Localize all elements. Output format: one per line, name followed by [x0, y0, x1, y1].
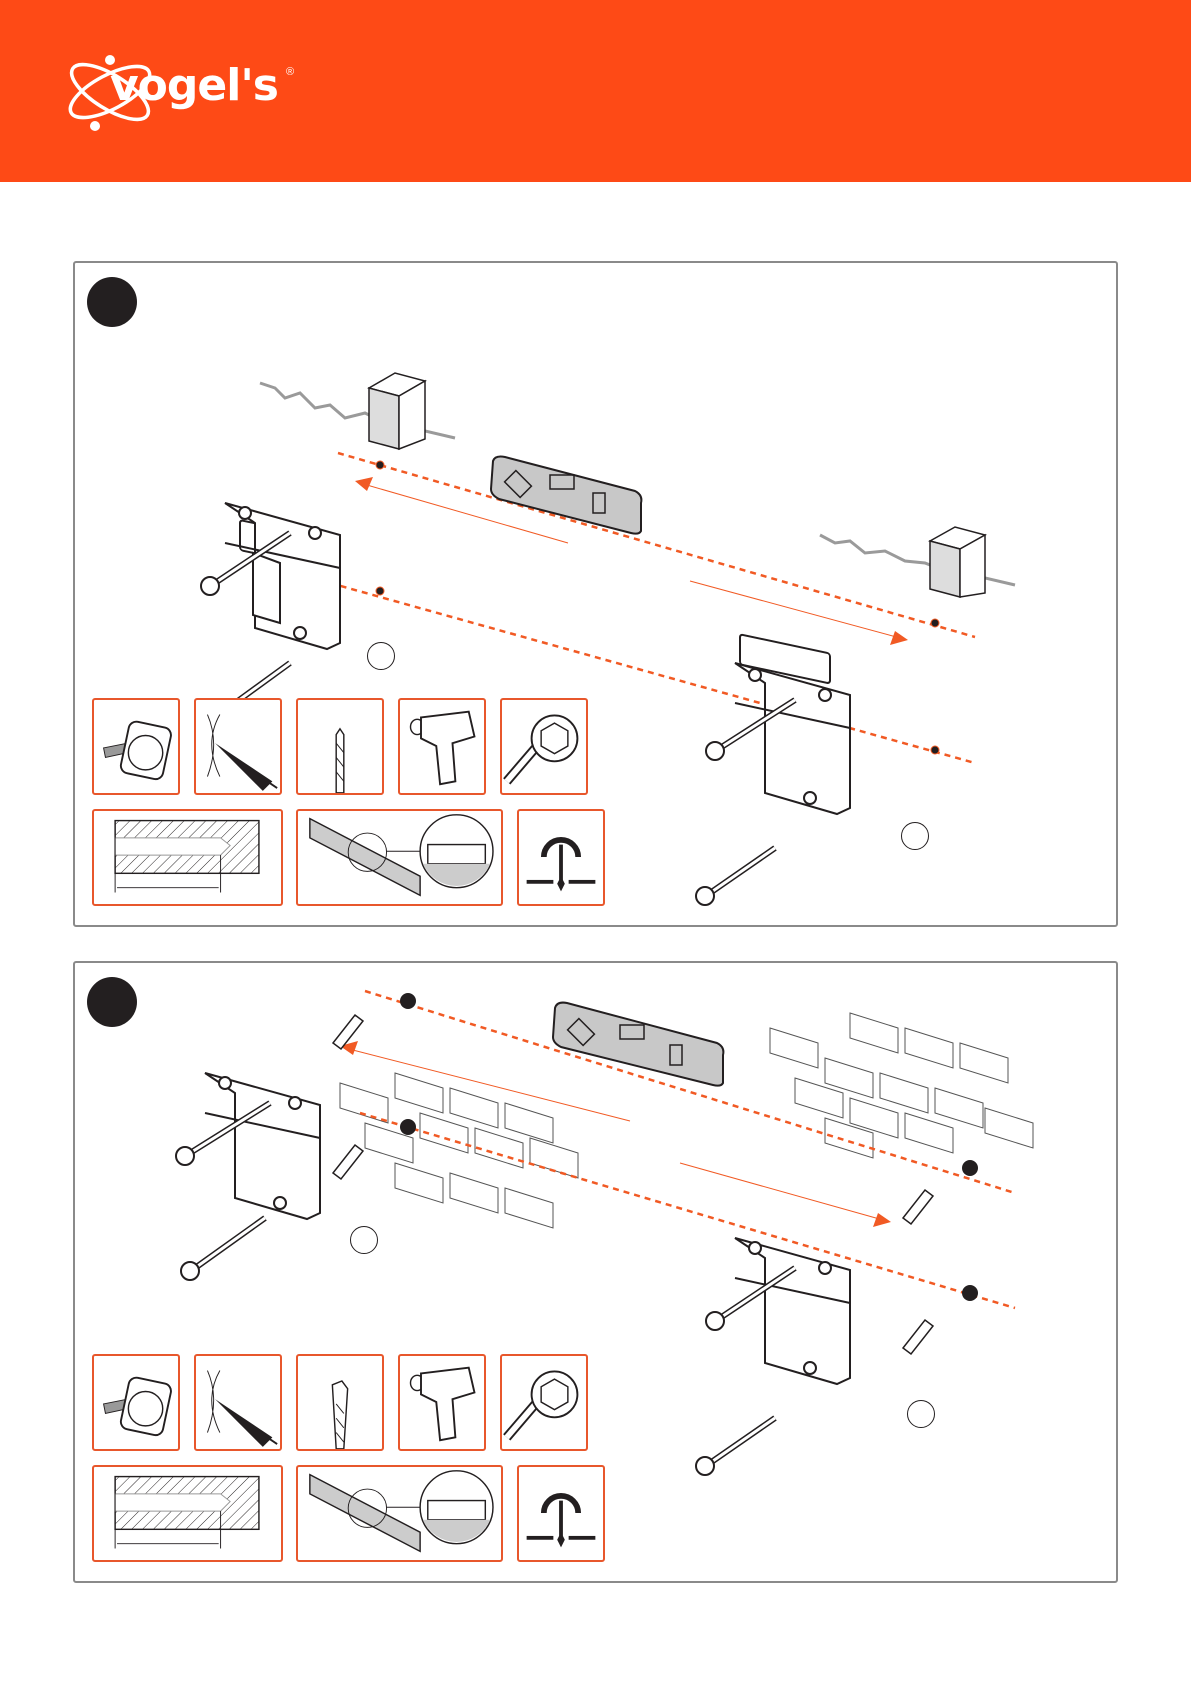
spirit-level-icon — [296, 1465, 503, 1562]
avoid-cables-icon — [517, 1465, 605, 1562]
drill-hole — [962, 1285, 978, 1301]
wood-stud-left — [369, 373, 425, 449]
socket-wrench-icon — [500, 1354, 588, 1451]
pencil-mark-icon — [194, 698, 282, 795]
brand-name: vogel's — [110, 64, 278, 108]
spirit-level-icon — [296, 809, 503, 906]
brick-pattern-right — [770, 1013, 1033, 1158]
lag-screw-right-2 — [696, 848, 775, 905]
brand-header: vogel's ® — [0, 0, 1191, 182]
drill-point — [376, 461, 384, 469]
drill-point — [931, 746, 939, 754]
drill-hole — [400, 993, 416, 1009]
reference-circle — [350, 1226, 378, 1254]
arrowhead-right — [873, 1213, 891, 1227]
tape-measure-icon — [92, 698, 180, 795]
measure-arrow-right — [690, 581, 900, 638]
power-drill-icon — [398, 698, 486, 795]
drill-point — [931, 619, 939, 627]
step-panel-1 — [73, 261, 1118, 927]
lag-screw-left-2 — [235, 663, 290, 703]
wood-stud-right — [930, 527, 985, 597]
step-panel-2 — [73, 961, 1118, 1583]
drill-hole — [400, 1119, 416, 1135]
lag-screw-right-2 — [696, 1418, 775, 1475]
reference-circle — [907, 1400, 935, 1428]
wall-bracket-right — [735, 1238, 850, 1384]
measure-arrow-right — [680, 1163, 883, 1220]
drill-point — [376, 587, 384, 595]
avoid-cables-icon — [517, 809, 605, 906]
masonry-drill-bit-icon — [296, 1354, 384, 1451]
pencil-mark-icon — [194, 1354, 282, 1451]
spirit-level — [553, 1003, 723, 1086]
power-drill-icon — [398, 1354, 486, 1451]
reference-circle — [901, 822, 929, 850]
spirit-level — [491, 457, 641, 534]
lag-screw-left-2 — [181, 1218, 265, 1280]
tape-measure-icon — [92, 1354, 180, 1451]
wall-bracket-left — [205, 1073, 320, 1219]
registered-mark: ® — [286, 66, 294, 78]
arrowhead-right — [890, 631, 908, 645]
wall-bracket-left — [225, 503, 340, 649]
drill-depth-icon — [92, 1465, 283, 1562]
wood-drill-bit-icon — [296, 698, 384, 795]
socket-wrench-icon — [500, 698, 588, 795]
drill-depth-icon — [92, 809, 283, 906]
brick-pattern-left — [340, 1073, 578, 1228]
upper-guide-line — [338, 453, 975, 637]
drill-hole — [962, 1160, 978, 1176]
reference-circle — [367, 642, 395, 670]
arrowhead-left — [355, 477, 373, 491]
vogels-logo: vogel's ® — [68, 50, 308, 132]
